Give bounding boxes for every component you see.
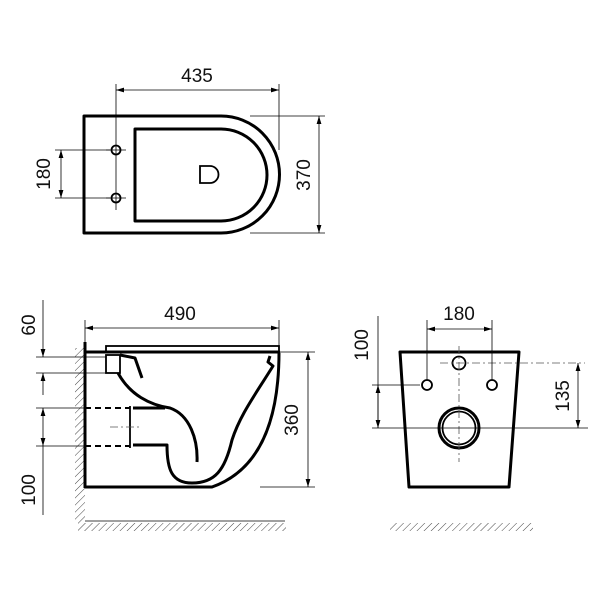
front-view: 180 100 135 [352, 304, 588, 531]
mounting-hole [422, 380, 432, 390]
dim-360: 360 [282, 404, 303, 436]
front-outline [400, 352, 519, 487]
inlet [106, 355, 120, 373]
dim-180-top: 180 [34, 158, 55, 190]
side-view: 490 360 60 100 [19, 300, 315, 531]
floor-hatch [390, 523, 533, 531]
seat-opening [135, 129, 267, 221]
dim-60: 60 [19, 314, 40, 335]
dim-490: 490 [164, 304, 196, 325]
dim-180-front: 180 [443, 304, 475, 325]
floor-hatch [78, 523, 286, 531]
dim-435: 435 [181, 66, 213, 87]
mounting-hole [487, 380, 497, 390]
top-view: 435 370 180 [34, 66, 325, 233]
dim-100-front: 100 [352, 329, 373, 361]
dim-135: 135 [553, 380, 574, 412]
bowl-outline [84, 116, 280, 233]
dim-100-side: 100 [19, 474, 40, 506]
dim-370: 370 [294, 159, 315, 191]
drain-symbol [200, 166, 219, 183]
trap-outer [133, 356, 273, 483]
rim-channel [120, 355, 142, 378]
